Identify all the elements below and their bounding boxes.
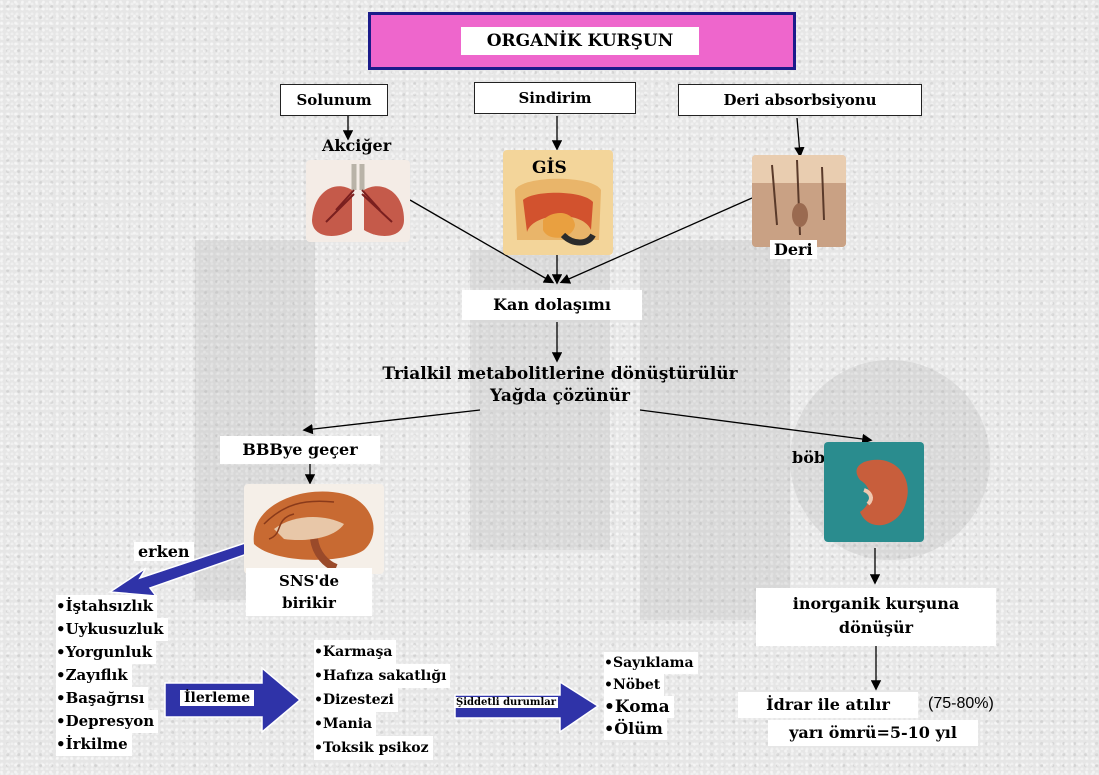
title-banner: ORGANİK KURŞUN [368,12,796,70]
list-item: •Hafıza sakatlığı [314,664,450,688]
page-title: ORGANİK KURŞUN [461,27,699,55]
node-trialkil: Trialkil metabolitlerine dönüştürülür Ya… [370,363,750,407]
list-item: •Depresyon [56,710,158,733]
list-item: •Dizestezi [314,688,398,712]
label-erken: erken [134,542,194,561]
node-bbb: BBBye geçer [220,436,380,464]
list-item: •Uykusuzluk [56,618,168,641]
trialkil-line1: Trialkil metabolitlerine dönüştürülür [370,363,750,385]
trialkil-line2: Yağda çözünür [370,385,750,407]
list-item: •Koma [604,696,674,718]
label-gis: GİS [532,158,567,178]
list-item: •İştahsızlık [56,595,157,618]
list-item: •Başağrısı [56,687,148,710]
list-item: •Mania [314,712,376,736]
list-item: •Sayıklama [604,652,698,674]
node-inorganik: inorganik kurşuna dönüşür [756,588,996,646]
list-item: •Toksik psikoz [314,736,433,760]
severe-symptoms-list: •Sayıklama •Nöbet •Koma •Ölüm [604,652,698,740]
source-sindirim: Sindirim [474,82,636,114]
brain-image [244,484,384,574]
node-sns: SNS'de birikir [246,568,372,616]
list-item: •Nöbet [604,674,664,696]
label-siddetli: Şiddetli durumlar [454,697,558,708]
node-kan-dolasimi: Kan dolaşımı [462,290,642,320]
sns-line1: SNS'de [246,570,372,592]
label-percent: (75-80%) [928,695,994,713]
source-deri-absorbsiyonu: Deri absorbsiyonu [678,84,922,116]
list-item: •Ölüm [604,718,667,740]
label-ilerleme: İlerleme [180,690,254,706]
label-deri: Deri [770,240,817,259]
list-item: •İrkilme [56,733,132,756]
progression-symptoms-list: •Karmaşa •Hafıza sakatlığı •Dizestezi •M… [314,640,450,760]
list-item: •Karmaşa [314,640,396,664]
early-symptoms-list: •İştahsızlık •Uykusuzluk •Yorgunluk •Zay… [56,595,168,756]
inorganik-line2: dönüşür [756,616,996,640]
deri-image [752,155,846,247]
inorganik-line1: inorganik kurşuna [756,592,996,616]
list-item: •Yorgunluk [56,641,156,664]
list-item: •Zayıflık [56,664,132,687]
node-idrar: İdrar ile atılır [738,692,918,718]
label-akciger: Akciğer [322,136,391,155]
label-half-life: yarı ömrü=5-10 yıl [768,720,978,746]
kidney-image [824,442,924,542]
sns-line2: birikir [246,592,372,614]
lungs-image [306,160,410,242]
source-solunum: Solunum [280,84,388,116]
